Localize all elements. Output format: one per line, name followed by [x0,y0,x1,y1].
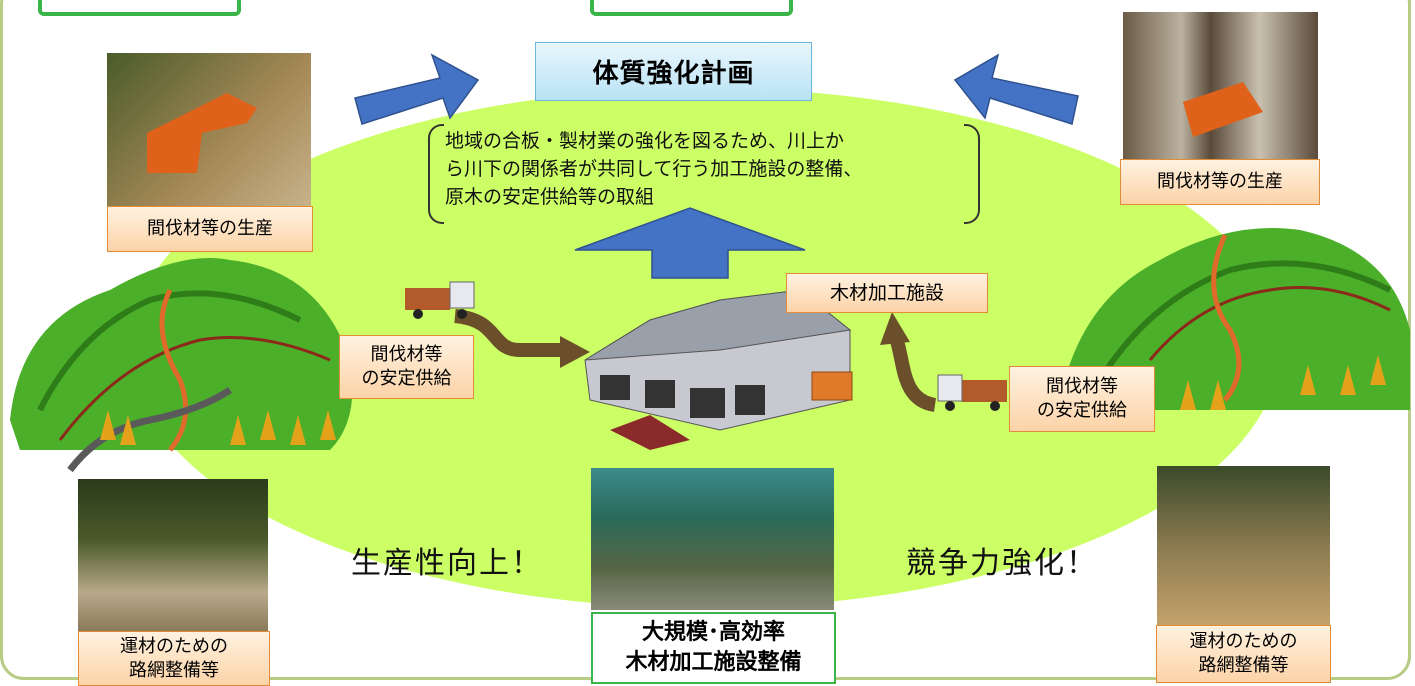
path-arrow-right-head-icon [880,312,910,345]
label-road-right-line: 路網整備等 [1198,655,1289,676]
label-production-left: 間伐材等の生産 [107,206,313,252]
photo-processing-plant [591,468,834,610]
bottom-title-line: 大規模･高効率 [641,620,785,645]
path-arrow-right-icon [888,332,937,412]
right-forest-hill-icon [1060,228,1410,410]
arrow-up-center-icon [574,207,806,279]
label-supply-right-line: 間伐材等 [1046,376,1118,397]
description-text: 地域の合板・製材業の強化を図るため、川上か ら川下の関係者が共同して行う加工施設… [445,127,965,211]
left-bracket [428,124,444,224]
excavator-icon [147,93,257,173]
label-supply-right: 間伐材等 の安定供給 [1009,366,1155,432]
truck-left-icon [405,281,475,319]
truck-right-icon [937,374,1007,411]
top-left-box [38,0,241,16]
label-road-left: 運材のための 路網整備等 [78,631,270,686]
arrow-left-to-plan-icon [354,53,480,125]
top-center-box [590,0,793,16]
label-supply-right-line: の安定供給 [1037,400,1127,421]
photo-forest-road-right [1157,466,1330,625]
description-line: ら川下の関係者が共同して行う加工施設の整備、 [445,158,863,180]
label-supply-left-line: 間伐材等 [370,344,443,365]
label-facility: 木材加工施設 [786,273,988,313]
label-supply-left-line: の安定供給 [361,368,452,389]
label-road-left-line: 路網整備等 [129,659,219,681]
photo-harvester-right [1123,12,1318,159]
description-line: 地域の合板・製材業の強化を図るため、川上か [445,130,845,152]
path-arrow-left-head-icon [560,336,590,368]
bottom-facility-title: 大規模･高効率 木材加工施設整備 [591,612,836,684]
plan-title: 体質強化計画 [535,42,812,101]
photo-forest-road-left [78,479,268,631]
label-road-right-line: 運材のための [1189,631,1298,652]
label-production-right: 間伐材等の生産 [1120,159,1320,205]
slogan-competitiveness: 競争力強化！ [906,546,1098,581]
slogan-productivity: 生産性向上！ [351,546,543,581]
lumber-factory-icon [584,289,853,450]
bottom-title-line: 木材加工施設整備 [625,650,802,675]
forestry-machine-icon [1183,82,1263,137]
arrow-right-to-plan-icon [953,53,1079,125]
path-arrow-left-icon [454,309,565,357]
description-line: 原木の安定供給等の取組 [445,186,655,208]
label-road-left-line: 運材のための [120,635,228,657]
label-road-right: 運材のための 路網整備等 [1156,625,1331,683]
photo-harvester-left [107,53,311,206]
left-forest-hill-icon [10,258,353,473]
label-supply-left: 間伐材等 の安定供給 [339,335,474,399]
